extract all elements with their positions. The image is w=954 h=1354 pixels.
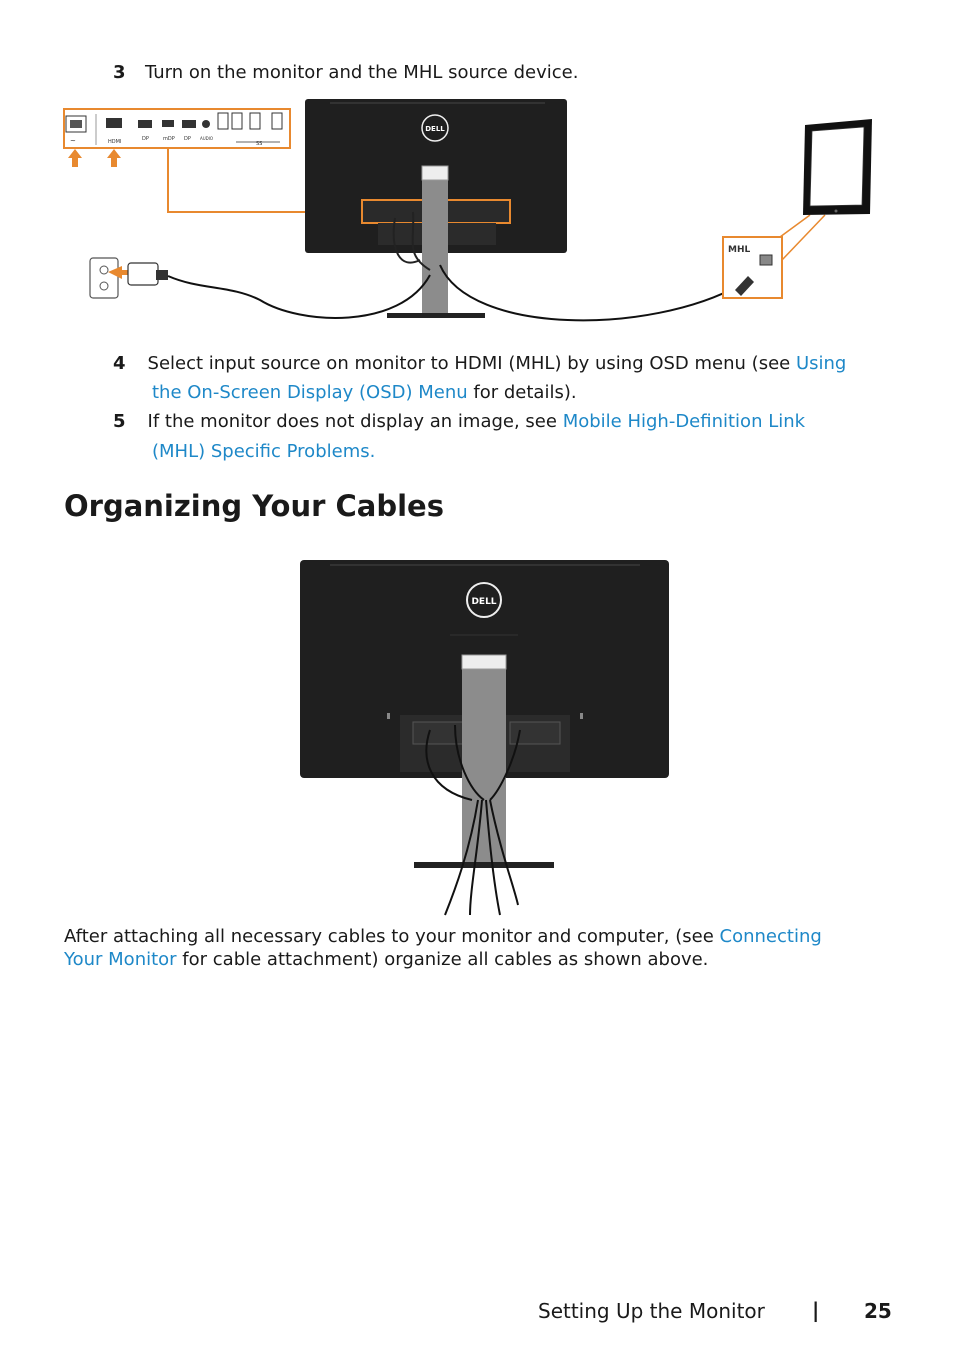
- step-number: 5: [113, 411, 126, 432]
- connecting-monitor-link[interactable]: Connecting: [719, 926, 822, 947]
- port-label: HDMI: [108, 139, 121, 145]
- port-label: ~: [70, 137, 76, 145]
- arrow-up-icon: [107, 149, 121, 167]
- step-5: 5 If the monitor does not display an imag…: [113, 407, 893, 436]
- mhl-problems-link-continued[interactable]: (MHL) Specific Problems.: [152, 441, 376, 462]
- mhl-problems-link[interactable]: Mobile High-Definition Link: [562, 411, 806, 432]
- dell-logo: DELL: [425, 125, 445, 133]
- mhl-connection-figure: ~ HDMI DP mDP DP AUDIO SS DELL: [63, 99, 872, 322]
- arrow-up-icon: [68, 149, 82, 167]
- paragraph-text: for cable attachment) organize all cable…: [176, 949, 709, 970]
- section-heading: Organizing Your Cables: [64, 489, 444, 523]
- port-label: SS: [256, 141, 262, 147]
- step-number: 3: [113, 62, 126, 83]
- port-label: DP: [142, 136, 149, 142]
- footer-section-name: Setting Up the Monitor: [538, 1299, 765, 1323]
- step-text: Turn on the monitor and the MHL source d…: [145, 62, 579, 83]
- footer-separator: |: [812, 1298, 820, 1322]
- connecting-monitor-link-continued[interactable]: Your Monitor: [64, 949, 177, 970]
- port-label: DP: [184, 136, 191, 142]
- step-4-continued: the On-Screen Display (OSD) Menu for det…: [152, 378, 577, 407]
- port-label: AUDIO: [200, 136, 213, 141]
- step-text: Select input source on monitor to HDMI (…: [147, 353, 796, 374]
- closing-paragraph: After attaching all necessary cables to …: [64, 925, 894, 948]
- monitor-back-view: DELL: [305, 99, 567, 318]
- step-text: for details).: [467, 382, 577, 403]
- dell-logo: DELL: [471, 597, 496, 607]
- power-outlet-icon: [89, 257, 168, 299]
- page-number: 25: [864, 1299, 892, 1323]
- step-5-continued: (MHL) Specific Problems.: [152, 437, 375, 466]
- paragraph-text: After attaching all necessary cables to …: [64, 926, 720, 947]
- osd-menu-link-continued[interactable]: the On-Screen Display (OSD) Menu: [152, 382, 468, 403]
- tablet-icon: [803, 119, 872, 215]
- step-number: 4: [113, 353, 126, 374]
- organized-cables-figure: DELL: [300, 560, 669, 916]
- mhl-label: MHL: [728, 245, 750, 255]
- step-4: 4 Select input source on monitor to HDMI …: [113, 349, 893, 378]
- port-panel-zoom: ~ HDMI DP mDP DP AUDIO SS: [63, 108, 291, 149]
- osd-menu-link[interactable]: Using: [795, 353, 847, 374]
- closing-paragraph-continued: Your Monitor for cable attachment) organ…: [64, 948, 708, 971]
- port-label: mDP: [163, 136, 175, 142]
- step-text: If the monitor does not display an image…: [147, 411, 563, 432]
- step-3: 3 Turn on the monitor and the MHL source…: [113, 58, 578, 87]
- mhl-connector-zoom: MHL: [722, 214, 826, 299]
